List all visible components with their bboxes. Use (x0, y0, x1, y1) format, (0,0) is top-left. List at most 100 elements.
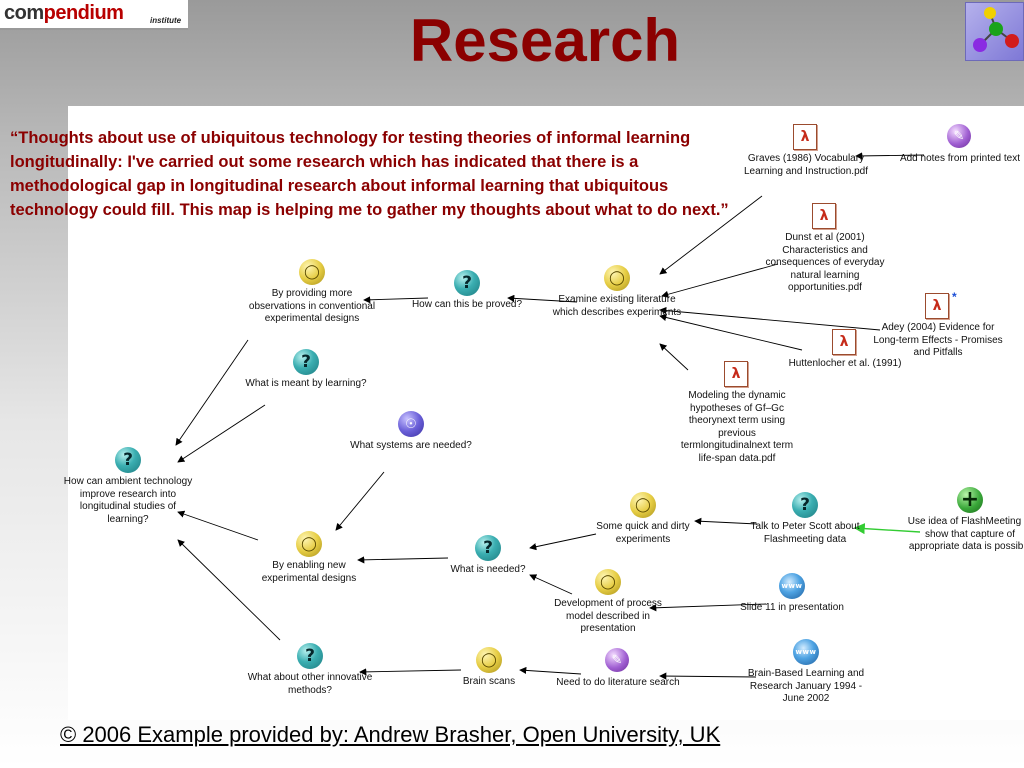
pdf-document-icon-glyph: λ (724, 361, 748, 387)
logo-wordmark: compendium (4, 2, 124, 25)
map-node-label: How can ambient technology improve resea… (63, 476, 193, 525)
map-link-need-lit-to-brain-scans[interactable] (519, 666, 582, 675)
lightbulb-icon-glyph: ◯ (604, 265, 630, 291)
www-globe-icon-glyph: www (779, 573, 805, 599)
map-node-label: Brain scans (462, 676, 516, 687)
map-node-label: Use idea of FlashMeeting to show that ca… (907, 516, 1024, 552)
map-node-quick-dirty[interactable]: ◯ Some quick and dirty experiments (578, 492, 708, 546)
question-icon[interactable]: ? (792, 492, 818, 518)
map-node-label: Some quick and dirty experiments (596, 521, 690, 545)
www-globe-icon[interactable]: www (793, 639, 819, 665)
map-node-label: Graves (1986) Vocabulary Learning and In… (744, 153, 868, 177)
lightbulb-icon-glyph: ◯ (299, 259, 325, 285)
map-icon-glyph: ☉ (398, 411, 424, 437)
map-link-talk-scott-to-quick-dirty[interactable] (694, 517, 758, 525)
map-link-flashmeeting-to-talk-scott[interactable] (853, 523, 921, 535)
pdf-document-icon[interactable]: λ (793, 124, 819, 150)
map-node-meant-by[interactable]: ?What is meant by learning? (241, 349, 371, 391)
map-link-proved-to-more-obs[interactable] (363, 296, 429, 304)
question-icon[interactable]: ? (293, 349, 319, 375)
new-node-star-icon: * (952, 290, 957, 304)
map-node-flashmeeting[interactable]: + Use idea of FlashMeeting to show that c… (905, 487, 1024, 554)
map-link-systems-to-new-designs[interactable] (335, 471, 385, 531)
map-link-brain-scans-to-other-methods[interactable] (359, 668, 462, 676)
map-node-label: Brain-Based Learning and Research Januar… (747, 668, 865, 704)
map-node-label: Adey (2004) Evidence for Long-term Effec… (873, 322, 1003, 358)
map-node-talk-scott[interactable]: ?Talk to Peter Scott about Flashmeeting … (740, 492, 870, 546)
map-node-systems[interactable]: ☉What systems are needed? (346, 411, 476, 453)
lightbulb-icon[interactable]: ◯ (296, 531, 322, 557)
map-link-dunst-to-examine[interactable] (661, 263, 779, 298)
map-link-quick-dirty-to-needed[interactable] (529, 533, 597, 551)
pdf-document-icon[interactable]: λ (812, 203, 838, 229)
pdf-document-icon[interactable]: λ (925, 293, 951, 319)
map-link-new-designs-to-ambient[interactable] (177, 510, 259, 541)
lightbulb-icon[interactable]: ◯ (299, 259, 325, 285)
logo-prefix: com (4, 2, 44, 24)
lightbulb-icon[interactable]: ◯ (595, 569, 621, 595)
lightbulb-icon-glyph: ◯ (296, 531, 322, 557)
map-link-brain-based-to-need-lit[interactable] (659, 672, 757, 680)
logo-suffix: pendium (43, 2, 124, 24)
question-icon[interactable]: ? (454, 270, 480, 296)
map-node-label: Development of process model described i… (554, 598, 662, 634)
page-title: Research (409, 7, 681, 74)
pdf-document-icon-glyph: λ (812, 203, 836, 229)
plus-icon[interactable]: + (957, 487, 983, 513)
question-icon[interactable]: ? (115, 447, 141, 473)
map-node-label: What is needed? (450, 564, 526, 575)
map-node-proved[interactable]: ? How can this be proved? (402, 270, 532, 312)
map-link-adey-to-examine[interactable] (659, 306, 881, 331)
map-node-label: By providing more observations in conven… (248, 288, 376, 324)
map-node-examine[interactable]: ◯Examine existing literature which descr… (552, 265, 682, 319)
map-link-more-obs-to-ambient[interactable] (175, 339, 249, 446)
map-link-slide11-to-process-model[interactable] (649, 603, 767, 612)
map-link-huttenlocher-to-examine[interactable] (659, 313, 803, 351)
map-link-process-model-to-needed[interactable] (529, 574, 573, 595)
map-icon[interactable]: ☉ (398, 411, 424, 437)
map-link-add-notes-to-graves[interactable] (855, 152, 925, 160)
pdf-document-icon[interactable]: λ (832, 329, 858, 355)
map-link-examine-to-proved[interactable] (507, 294, 578, 303)
map-node-other-methods[interactable]: ?What about other innovative methods? (245, 643, 375, 697)
note-pencil-icon-glyph: ✎ (947, 124, 971, 148)
pdf-document-icon[interactable]: λ (724, 361, 750, 387)
map-node-ambient[interactable]: ? How can ambient technology improve rese… (63, 447, 193, 526)
map-node-new-designs[interactable]: ◯By enabling new experimental designs (244, 531, 374, 585)
map-node-label: How can this be proved? (411, 299, 523, 310)
map-link-other-methods-to-ambient[interactable] (177, 539, 281, 641)
footer-credit[interactable]: © 2006 Example provided by: Andrew Brash… (60, 722, 721, 747)
map-node-process-model[interactable]: ◯ Development of process model described … (543, 569, 673, 636)
question-icon[interactable]: ? (297, 643, 323, 669)
question-icon[interactable]: ? (475, 535, 501, 561)
www-globe-icon[interactable]: www (779, 573, 805, 599)
map-node-brain-scans[interactable]: ◯ Brain scans (424, 647, 554, 689)
map-node-need-lit[interactable]: ✎Need to do literature search (553, 648, 683, 690)
map-link-meant-by-to-ambient[interactable] (177, 404, 266, 463)
map-link-needed-to-new-designs[interactable] (357, 556, 449, 564)
note-pencil-icon[interactable]: ✎ (947, 124, 973, 150)
map-node-label: Huttenlocher et al. (1991) (788, 358, 902, 369)
map-link-modeling-to-examine[interactable] (659, 343, 689, 371)
map-link-graves-to-examine[interactable] (659, 195, 763, 275)
map-canvas (68, 106, 1024, 720)
pdf-document-icon-glyph: λ (832, 329, 856, 355)
map-node-more-obs[interactable]: ◯ By providing more observations in conve… (247, 259, 377, 326)
logo-subtitle: institute (150, 16, 182, 25)
question-icon-glyph: ? (293, 349, 319, 375)
note-pencil-icon-glyph: ✎ (605, 648, 629, 672)
lightbulb-icon[interactable]: ◯ (476, 647, 502, 673)
map-node-needed[interactable]: ? What is needed? (423, 535, 553, 577)
lightbulb-icon[interactable]: ◯ (604, 265, 630, 291)
map-node-add-notes[interactable]: ✎Add notes from printed text (895, 124, 1024, 166)
lightbulb-icon[interactable]: ◯ (630, 492, 656, 518)
note-pencil-icon[interactable]: ✎ (605, 648, 631, 674)
